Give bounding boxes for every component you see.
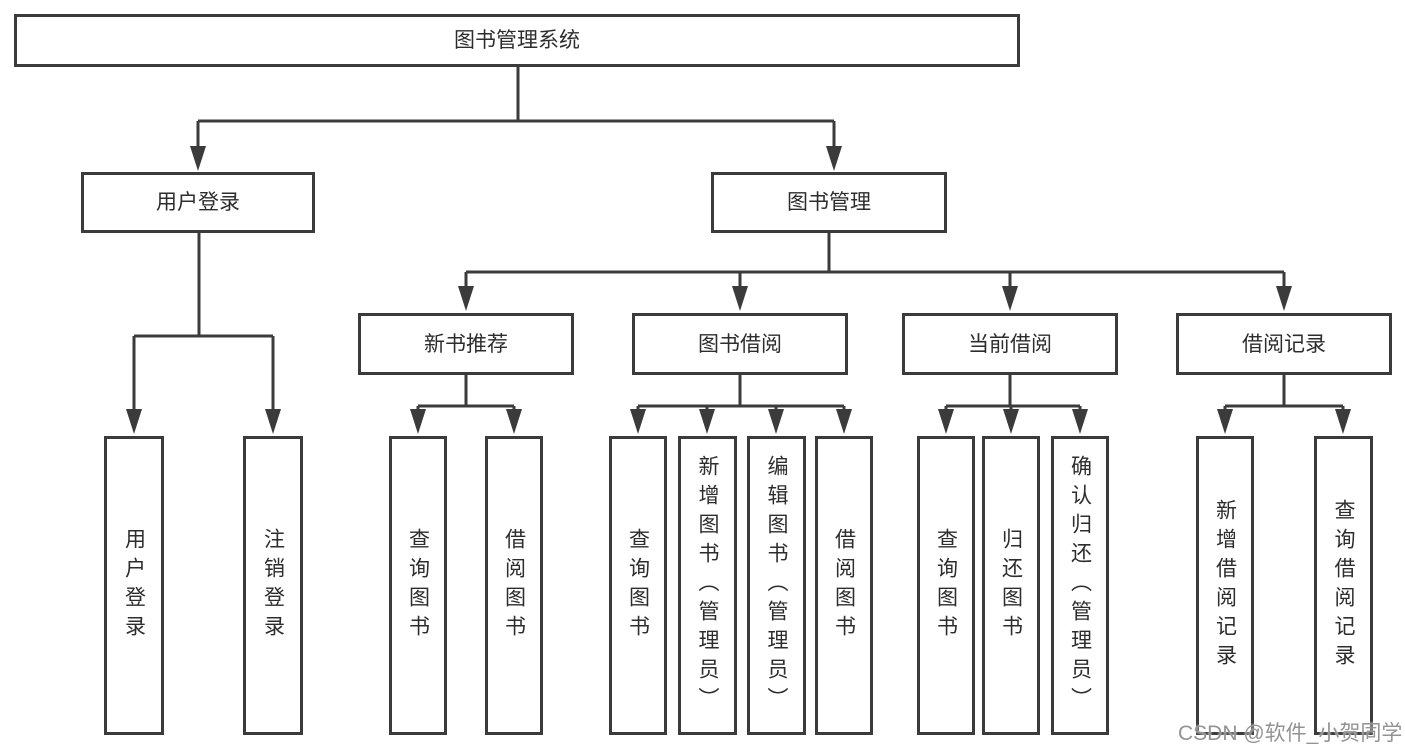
node-label: 图书借阅 bbox=[698, 332, 782, 356]
leaf-label: 新增图书（管理员） bbox=[696, 455, 719, 716]
leaf-label: 用户登录 bbox=[122, 527, 146, 644]
node-user-login: 用户登录 bbox=[81, 172, 315, 233]
leaf-borrowing-query-books: 查询图书 bbox=[609, 436, 667, 735]
leaf-recommend-borrow-books: 借阅图书 bbox=[485, 436, 543, 735]
node-label: 借阅记录 bbox=[1242, 332, 1326, 356]
connector-root bbox=[190, 67, 842, 171]
leaf-label: 借阅图书 bbox=[832, 527, 856, 644]
leaf-records-query-borrow-record: 查询借阅记录 bbox=[1314, 436, 1373, 735]
connector-book-management bbox=[458, 233, 1292, 311]
leaf-borrowing-borrow-books: 借阅图书 bbox=[815, 436, 873, 735]
leaf-label: 查询图书 bbox=[626, 527, 650, 644]
connector-borrowing-records bbox=[1217, 375, 1351, 434]
leaf-borrowing-add-books-admin: 新增图书（管理员） bbox=[678, 436, 737, 735]
leaf-label: 归还图书 bbox=[999, 527, 1023, 644]
leaf-label: 查询图书 bbox=[934, 527, 958, 644]
node-borrowing-records: 借阅记录 bbox=[1176, 313, 1392, 375]
node-label: 当前借阅 bbox=[968, 332, 1052, 356]
leaf-label: 编辑图书（管理员） bbox=[765, 455, 788, 716]
leaf-user-login: 用户登录 bbox=[104, 436, 164, 735]
leaf-label: 查询图书 bbox=[406, 527, 430, 644]
node-label: 用户登录 bbox=[156, 191, 240, 214]
leaf-logout: 注销登录 bbox=[243, 436, 303, 735]
connector-book-borrowing bbox=[630, 375, 852, 434]
leaf-current-return-books: 归还图书 bbox=[982, 436, 1040, 735]
leaf-borrowing-edit-books-admin: 编辑图书（管理员） bbox=[747, 436, 806, 735]
leaf-label: 新增借阅记录 bbox=[1213, 498, 1237, 673]
node-book-borrowing: 图书借阅 bbox=[632, 313, 848, 375]
leaf-current-confirm-return-admin: 确认归还（管理员） bbox=[1051, 436, 1109, 735]
leaf-label: 借阅图书 bbox=[502, 527, 526, 644]
leaf-recommend-query-books: 查询图书 bbox=[389, 436, 447, 735]
connector-current-borrowing bbox=[938, 375, 1088, 434]
leaf-label: 查询借阅记录 bbox=[1332, 498, 1355, 673]
node-label: 新书推荐 bbox=[424, 332, 508, 356]
node-book-management: 图书管理 bbox=[711, 172, 947, 233]
leaf-label: 确认归还（管理员） bbox=[1068, 455, 1092, 716]
leaf-records-add-borrow-record: 新增借阅记录 bbox=[1196, 436, 1254, 735]
node-library-management-system: 图书管理系统 bbox=[14, 14, 1020, 67]
node-label: 图书管理 bbox=[787, 191, 871, 214]
node-new-book-recommendation: 新书推荐 bbox=[358, 313, 574, 375]
connector-user-login bbox=[126, 233, 281, 434]
leaf-current-query-books: 查询图书 bbox=[917, 436, 975, 735]
watermark: CSDN @软件_小贺同学 bbox=[1178, 722, 1403, 745]
connector-new-book-recommendation bbox=[410, 375, 522, 434]
node-label: 图书管理系统 bbox=[454, 29, 580, 52]
leaf-label: 注销登录 bbox=[261, 527, 285, 644]
node-current-borrowing: 当前借阅 bbox=[902, 313, 1118, 375]
